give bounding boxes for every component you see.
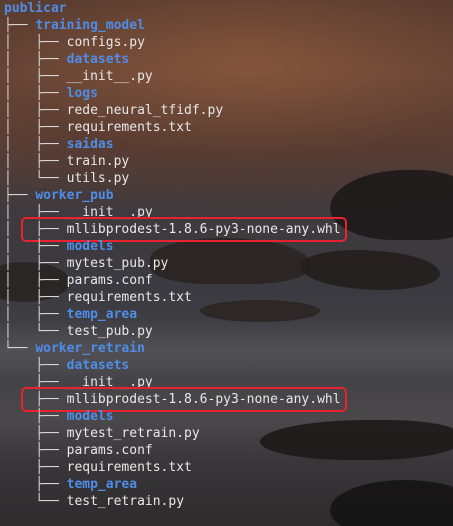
tree-row-directory: ├── training_model — [4, 17, 145, 34]
file-name: mytest_retrain.py — [66, 426, 200, 441]
file-name: train.py — [66, 154, 130, 169]
tree-guide-lines: ├── — [4, 426, 67, 441]
tree-row-file: ├── params.conf — [4, 442, 153, 459]
file-name: configs.py — [66, 35, 145, 50]
tree-guide-lines: │ ├── — [4, 273, 67, 288]
highlight-box — [21, 387, 347, 412]
tree-row-file: │ └── test_pub.py — [4, 323, 153, 340]
tree-guide-lines: ├── — [4, 375, 67, 390]
tree-row-file: ├── requirements.txt — [4, 459, 192, 476]
tree-guide-lines: │ └── — [4, 324, 67, 339]
file-name: mllibprodest-1.8.6-py3-none-any.whl — [66, 392, 341, 407]
file-name: mllibprodest-1.8.6-py3-none-any.whl — [66, 222, 341, 237]
tree-row-directory: │ ├── datasets — [4, 51, 129, 68]
file-name: __init__.py — [66, 205, 153, 220]
directory-name: models — [66, 409, 114, 424]
file-name: requirements.txt — [66, 290, 192, 305]
file-name: requirements.txt — [66, 120, 192, 135]
tree-guide-lines: │ ├── — [4, 205, 67, 220]
tree-guide-lines: │ ├── — [4, 69, 67, 84]
directory-name: datasets — [66, 52, 130, 67]
tree-row-directory: ├── datasets — [4, 357, 129, 374]
tree-row-directory: ├── worker_pub — [4, 187, 114, 204]
tree-guide-lines: │ ├── — [4, 290, 67, 305]
tree-guide-lines: │ ├── — [4, 222, 67, 237]
tree-row-file: │ ├── __init__.py — [4, 68, 153, 85]
file-name: params.conf — [66, 273, 153, 288]
tree-guide-lines: │ └── — [4, 171, 67, 186]
tree-row-file: │ ├── rede_neural_tfidf.py — [4, 102, 223, 119]
tree-guide-lines: │ ├── — [4, 52, 67, 67]
tree-row-file: │ ├── params.conf — [4, 272, 153, 289]
tree-guide-lines: │ ├── — [4, 120, 67, 135]
directory-name: datasets — [66, 358, 130, 373]
file-name: mytest_pub.py — [66, 256, 169, 271]
tree-row-directory: │ ├── logs — [4, 85, 98, 102]
directory-name: training_model — [35, 18, 145, 33]
tree-row-directory: └── worker_retrain — [4, 340, 145, 357]
directory-name: temp_area — [66, 477, 138, 492]
tree-row-file: │ └── utils.py — [4, 170, 129, 187]
directory-name: models — [66, 239, 114, 254]
tree-guide-lines: ├── — [4, 392, 67, 407]
tree-guide-lines: │ ├── — [4, 86, 67, 101]
tree-guide-lines: ├── — [4, 460, 67, 475]
tree-row-directory: │ ├── saidas — [4, 136, 114, 153]
tree-row-file: │ ├── configs.py — [4, 34, 145, 51]
tree-guide-lines: ├── — [4, 188, 36, 203]
tree-row-directory: ├── models — [4, 408, 114, 425]
file-name: requirements.txt — [66, 460, 192, 475]
tree-row-file: │ ├── __init__.py — [4, 204, 153, 221]
tree-row-file: └── test_retrain.py — [4, 493, 184, 510]
tree-row-file: │ ├── train.py — [4, 153, 129, 170]
tree-row-directory: │ ├── temp_area — [4, 306, 137, 323]
file-name: test_pub.py — [66, 324, 153, 339]
directory-name: logs — [66, 86, 98, 101]
file-name: __init__.py — [66, 375, 153, 390]
file-name: utils.py — [66, 171, 130, 186]
tree-guide-lines: │ ├── — [4, 103, 67, 118]
tree-guide-lines: ├── — [4, 18, 36, 33]
directory-name: temp_area — [66, 307, 138, 322]
tree-guide-lines: ├── — [4, 358, 67, 373]
file-name: test_retrain.py — [66, 494, 185, 509]
tree-row-directory: ├── temp_area — [4, 476, 137, 493]
file-name: rede_neural_tfidf.py — [66, 103, 224, 118]
tree-guide-lines: │ ├── — [4, 137, 67, 152]
tree-guide-lines: └── — [4, 494, 67, 509]
tree-row-file: ├── mytest_retrain.py — [4, 425, 200, 442]
directory-name: publicar — [4, 1, 67, 16]
highlight-box — [21, 217, 347, 242]
tree-row-file: │ ├── requirements.txt — [4, 289, 192, 306]
directory-name: worker_retrain — [35, 341, 145, 356]
tree-guide-lines: │ ├── — [4, 154, 67, 169]
tree-row-file: │ ├── requirements.txt — [4, 119, 192, 136]
tree-guide-lines: ├── — [4, 409, 67, 424]
file-name: __init__.py — [66, 69, 153, 84]
tree-guide-lines: │ ├── — [4, 307, 67, 322]
tree-row-file: │ ├── mytest_pub.py — [4, 255, 168, 272]
tree-row-file: │ ├── mllibprodest-1.8.6-py3-none-any.wh… — [4, 221, 341, 238]
tree-row-file: ├── __init__.py — [4, 374, 153, 391]
tree-guide-lines: ├── — [4, 443, 67, 458]
tree-guide-lines: │ ├── — [4, 35, 67, 50]
tree-row-directory: publicar — [4, 0, 67, 17]
tree-guide-lines: │ ├── — [4, 239, 67, 254]
tree-row-file: ├── mllibprodest-1.8.6-py3-none-any.whl — [4, 391, 341, 408]
file-name: params.conf — [66, 443, 153, 458]
tree-guide-lines: │ ├── — [4, 256, 67, 271]
directory-name: saidas — [66, 137, 114, 152]
tree-row-directory: │ ├── models — [4, 238, 114, 255]
tree-guide-lines: ├── — [4, 477, 67, 492]
tree-guide-lines: └── — [4, 341, 36, 356]
directory-name: worker_pub — [35, 188, 114, 203]
